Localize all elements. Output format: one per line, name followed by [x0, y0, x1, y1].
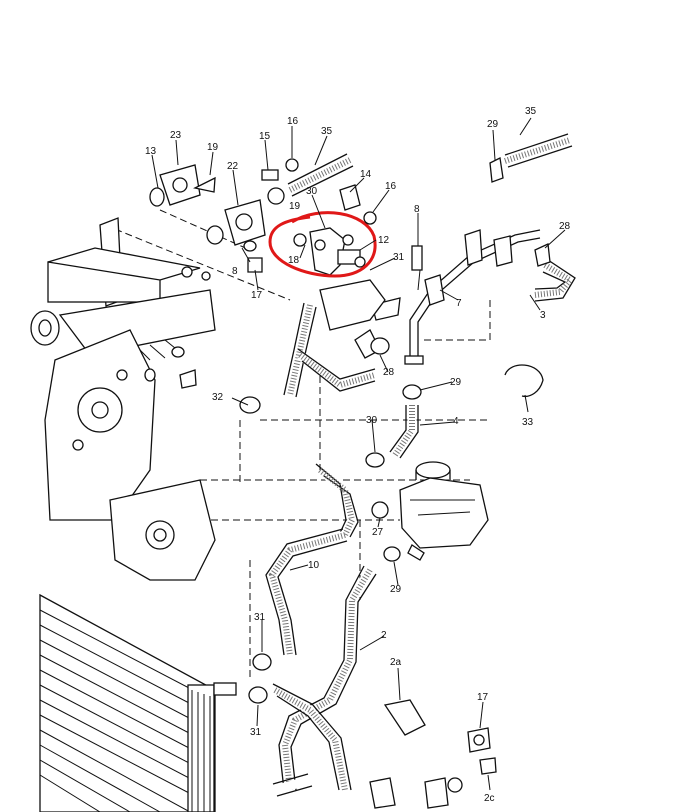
part-label: 30: [306, 186, 318, 197]
part-label: 31: [250, 727, 262, 738]
part-label: 2: [381, 630, 387, 641]
part-30-flange: [268, 211, 377, 278]
part-label: 12: [378, 235, 390, 246]
part-label: 35: [321, 126, 333, 137]
part-label: 2c: [484, 793, 495, 804]
coolant-hoses: [265, 133, 577, 797]
part-label: 16: [287, 116, 299, 127]
part-label: 17: [477, 692, 489, 703]
part-label: 22: [227, 161, 239, 172]
metal-coolant-pipe: [404, 229, 541, 365]
part-label: 8: [414, 204, 420, 215]
part-label: 29: [390, 584, 402, 595]
part-label: 27: [372, 527, 384, 538]
part-label: 23: [170, 130, 182, 141]
part-number-labels: 35 29 35 16 15 19 23 13 22 30 14 16 19 8…: [145, 106, 571, 804]
part-label: 16: [385, 181, 397, 192]
radiator: [39, 593, 237, 812]
part-label: 3: [540, 310, 546, 321]
part-label: 4: [453, 416, 459, 427]
part-label: 17: [251, 290, 263, 301]
part-label: 28: [383, 367, 395, 378]
part-label: 7: [456, 298, 462, 309]
part-label: 31: [254, 612, 266, 623]
part-label: 19: [289, 201, 301, 212]
part-label: 28: [559, 221, 571, 232]
part-label: 19: [207, 142, 219, 153]
part-label: 29: [487, 119, 499, 130]
part-label: 35: [525, 106, 537, 117]
part-label: 15: [259, 131, 271, 142]
part-label: 31: [393, 252, 405, 263]
part-label: 32: [212, 392, 224, 403]
part-label: 33: [522, 417, 534, 428]
part-label: 14: [360, 169, 372, 180]
part-label: 30: [366, 415, 378, 426]
part-label: 10: [308, 560, 320, 571]
small-parts: [144, 157, 551, 809]
part-label: 18: [288, 255, 300, 266]
part-label: 8: [232, 266, 238, 277]
part-label: 13: [145, 146, 157, 157]
part-label: 2a: [390, 657, 402, 668]
leader-lines: [151, 117, 566, 791]
coolant-expansion-tank: [399, 461, 489, 561]
part-label: 29: [450, 377, 462, 388]
engine-block: [30, 217, 216, 581]
